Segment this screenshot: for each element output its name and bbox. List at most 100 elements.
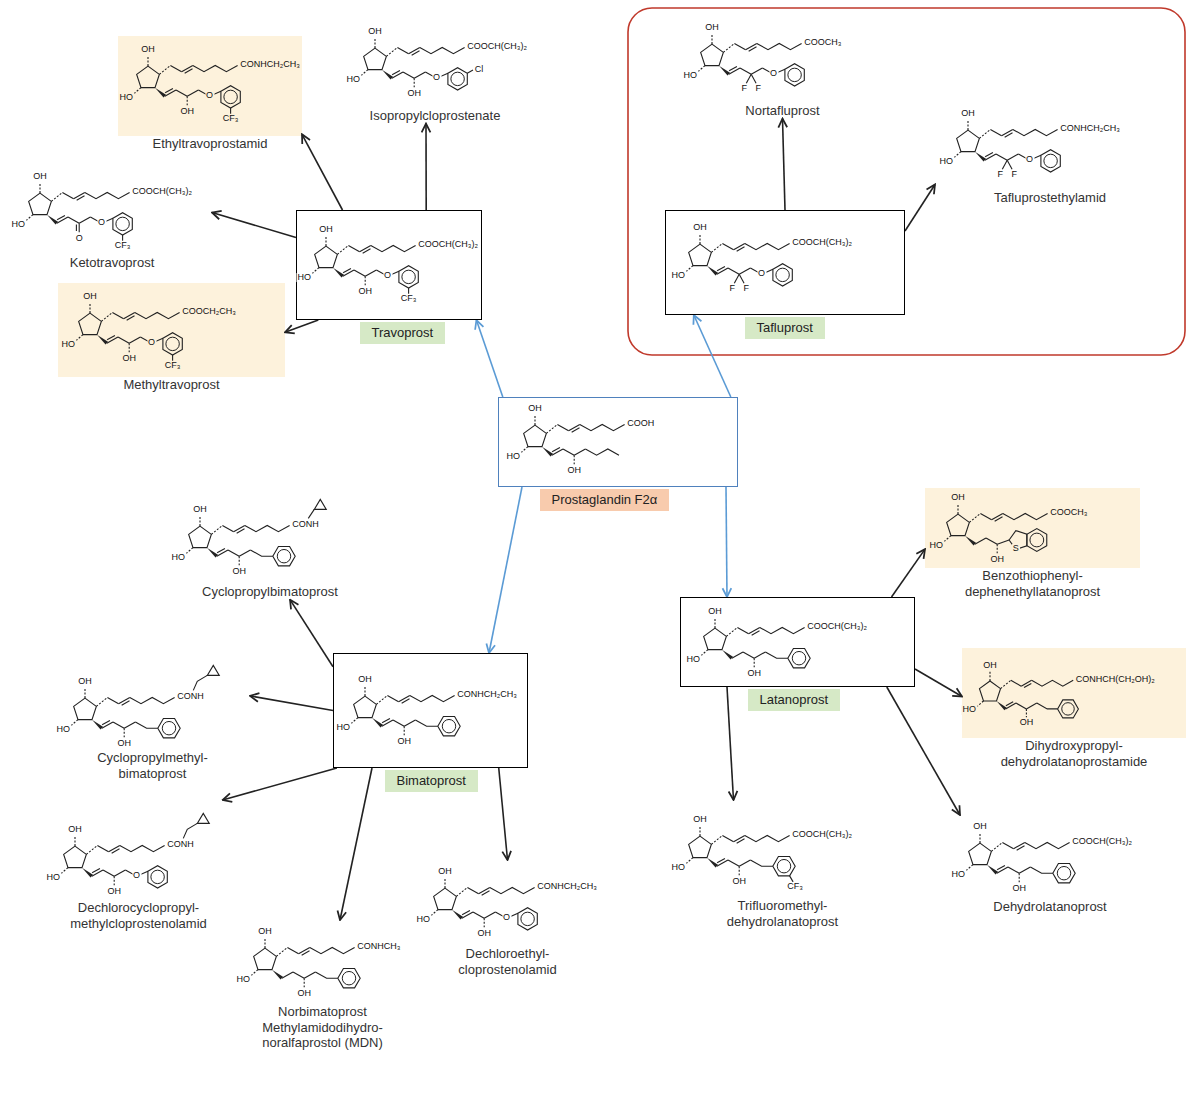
bond-line — [723, 43, 734, 52]
bond-line — [39, 183, 40, 194]
bond-line — [434, 888, 457, 910]
structure-drawing — [943, 504, 1048, 554]
atom-label: F — [996, 170, 1004, 180]
bond-line — [985, 152, 993, 156]
reaction-arrow — [285, 320, 318, 332]
bond-line — [183, 823, 197, 838]
compound-name: Methyltravoprost — [62, 377, 282, 393]
bond-line — [68, 217, 79, 223]
atom-label: F — [754, 84, 762, 94]
bond-line — [282, 972, 293, 978]
atom-label: HO — [671, 271, 687, 281]
bond-line — [363, 249, 371, 253]
bond-line — [299, 947, 310, 953]
bond-line — [995, 517, 1003, 521]
atom-label: OH — [179, 107, 195, 117]
compound-entry: Cyclopropylmethyl- bimatoprost — [55, 650, 250, 781]
bond-line — [102, 722, 113, 728]
bond-line — [135, 722, 157, 728]
atom-label: HO — [119, 93, 135, 103]
structure-drawing — [685, 826, 796, 882]
bond-line — [74, 698, 97, 720]
atom-label: OH — [989, 555, 1005, 565]
compound-name: Ketotravoprost — [12, 255, 212, 271]
bond-line — [997, 867, 1008, 873]
bond-line — [699, 826, 700, 837]
bond-line — [79, 217, 90, 223]
bond-line — [1006, 702, 1013, 706]
atom-label: CONH — [166, 840, 195, 850]
bond-line — [734, 43, 745, 49]
bond-line — [354, 270, 365, 276]
atom-label: COOCH₂CH₃ — [181, 307, 237, 317]
bond-line — [399, 695, 410, 701]
bond-line — [765, 652, 787, 658]
bond-line — [163, 333, 182, 355]
bond-line — [979, 129, 990, 138]
bond-line — [170, 65, 181, 71]
bond-line — [752, 631, 760, 635]
bond-line — [552, 447, 560, 451]
bond-line — [187, 96, 188, 105]
structure-drawing — [350, 686, 461, 736]
structure-drawing — [520, 415, 625, 465]
bond-line — [101, 312, 112, 321]
atom-label: F — [728, 284, 736, 294]
bond-line — [717, 858, 725, 862]
atom-label: O — [132, 871, 141, 881]
bond-line — [1021, 680, 1031, 686]
wedge-bond — [372, 718, 383, 728]
reaction-arrow — [250, 696, 333, 711]
compound-name: Tafluprostethylamid — [940, 190, 1160, 206]
bond-line — [740, 68, 751, 74]
reaction-arrow — [425, 124, 427, 210]
compound-entry: Norbimatoprost Methylamidodihydro- noral… — [235, 920, 410, 1051]
structure-drawing — [976, 671, 1079, 718]
structure-drawing — [685, 234, 793, 287]
bond-line — [107, 697, 118, 703]
bond-line — [124, 722, 135, 728]
bond-line — [74, 192, 85, 198]
atom-label: HO — [56, 725, 72, 735]
bond-line — [273, 547, 295, 566]
bond-line — [975, 538, 986, 544]
atom-label: OH — [257, 927, 273, 937]
aromatic-ring — [277, 549, 290, 562]
reaction-arrow — [340, 768, 372, 920]
bond-line — [985, 154, 996, 160]
bond-line — [689, 836, 712, 858]
reaction-arrow — [783, 119, 786, 210]
atom-label: COOCH(CH₃)₂ — [417, 240, 479, 250]
bond-line — [420, 47, 465, 53]
atom-label: HO — [297, 273, 313, 283]
bond-line — [348, 245, 359, 251]
atom-label: COOCH₃ — [1049, 508, 1088, 518]
structure-drawing — [700, 618, 811, 668]
bond-line — [785, 64, 804, 86]
atom-label: F — [740, 84, 748, 94]
reaction-arrow — [727, 687, 734, 800]
compound-name: Cyclopropylmethyl- bimatoprost — [78, 750, 228, 781]
bond-line — [337, 245, 348, 254]
bond-line — [534, 415, 535, 426]
bond-line — [371, 245, 416, 251]
bond-line — [518, 908, 537, 930]
bond-line — [410, 695, 455, 701]
atom-label: OH — [140, 45, 156, 55]
bond-line — [415, 720, 437, 726]
atom-label: CONHCH₂CH₃ — [456, 690, 518, 700]
reaction-arrow — [887, 687, 960, 815]
wedge-bond — [975, 152, 986, 162]
atom-label: HO — [61, 340, 77, 350]
bond-line — [1005, 133, 1013, 137]
bond-line — [728, 860, 739, 866]
compound-name: Ethyltravoprostamid — [120, 136, 300, 152]
atom-label: COOCH(CH₃)₂ — [791, 830, 853, 840]
bond-line — [57, 217, 68, 223]
bond-line — [1001, 680, 1011, 688]
atom-label: OH — [707, 607, 723, 617]
aromatic-ring — [777, 859, 790, 872]
wedge-bond — [707, 858, 718, 868]
structure-drawing — [250, 938, 361, 988]
wedge-bond — [722, 650, 733, 660]
